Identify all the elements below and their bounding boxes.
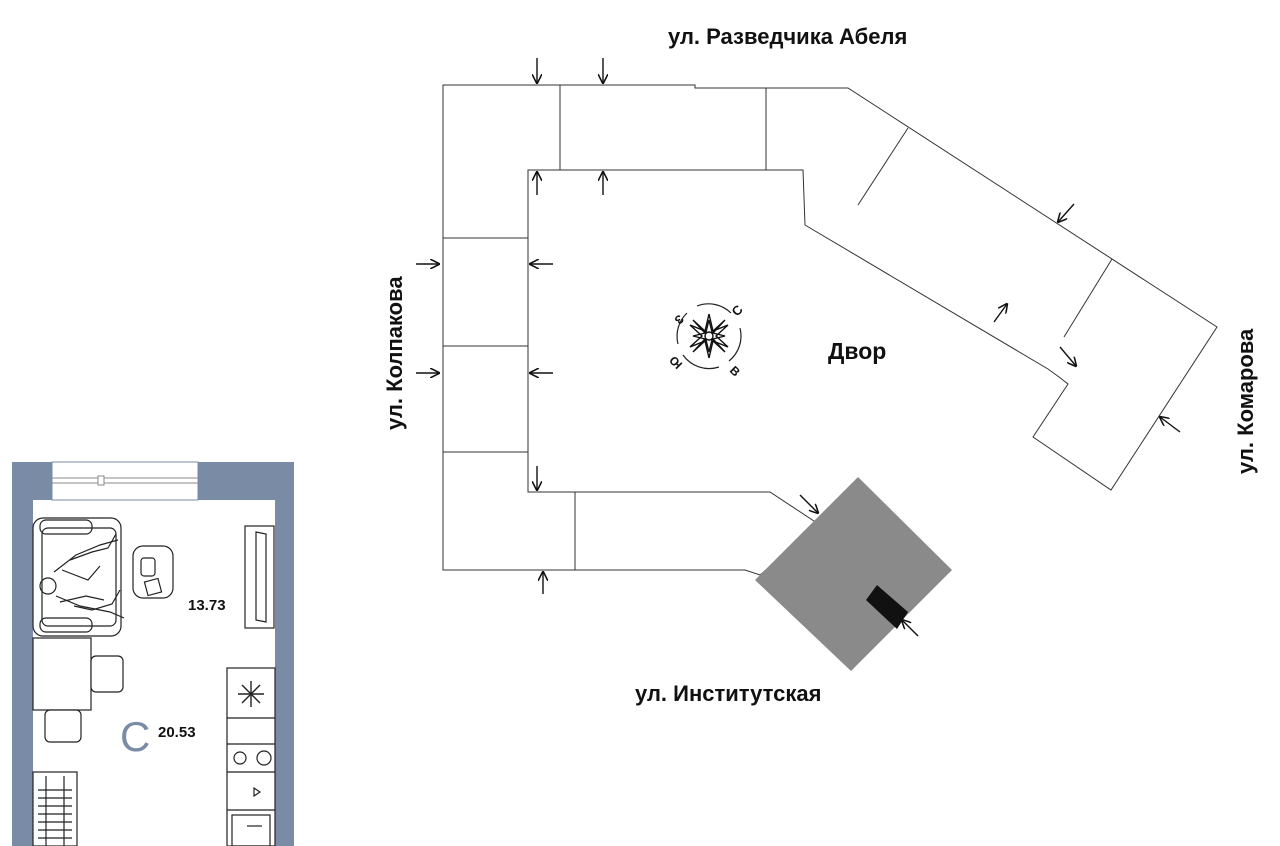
highlighted-building[interactable] — [755, 477, 952, 671]
entrance-arrow — [993, 304, 1007, 323]
apartment-type-letter: С — [120, 713, 150, 760]
section-dividers — [443, 85, 1113, 570]
apartment-wall-left — [12, 462, 33, 846]
compass-north-label: С — [729, 301, 747, 319]
compass-rose: С В Ю З — [666, 301, 746, 379]
street-north-label: ул. Разведчика Абеля — [668, 24, 907, 49]
window — [50, 475, 200, 486]
entrance-arrow — [902, 620, 919, 637]
person-icon — [39, 533, 125, 619]
radiator — [32, 771, 78, 846]
sink-icon — [231, 786, 271, 846]
entrance-arrow — [1058, 203, 1075, 222]
street-west-label: ул. Колпакова — [382, 276, 407, 430]
total-area-label: 20.53 — [158, 724, 196, 741]
highlighted-section[interactable] — [866, 585, 908, 629]
compass-south-label: Ю — [666, 353, 685, 372]
entrance-arrow — [799, 494, 818, 513]
sofa — [32, 517, 122, 637]
dining-table — [32, 637, 124, 743]
tv-stand — [244, 525, 275, 629]
entrance-arrow — [1059, 346, 1076, 366]
apartment-wall-right — [275, 462, 294, 846]
entrance-arrow — [1160, 417, 1181, 433]
apartment-plan: 13.73 С 20.53 — [12, 461, 294, 846]
side-table — [132, 545, 174, 599]
building-outline — [442, 84, 1218, 576]
room-area-label: 13.73 — [188, 597, 226, 614]
compass-star-icon — [689, 313, 729, 359]
yard-label: Двор — [828, 338, 886, 364]
fridge-icon — [238, 681, 264, 707]
entrance-arrows — [416, 58, 1181, 637]
compass-east-label: В — [727, 363, 743, 379]
street-south-label: ул. Институтская — [635, 681, 821, 706]
street-east-label: ул. Комарова — [1233, 328, 1258, 474]
stove-icon — [233, 750, 272, 766]
